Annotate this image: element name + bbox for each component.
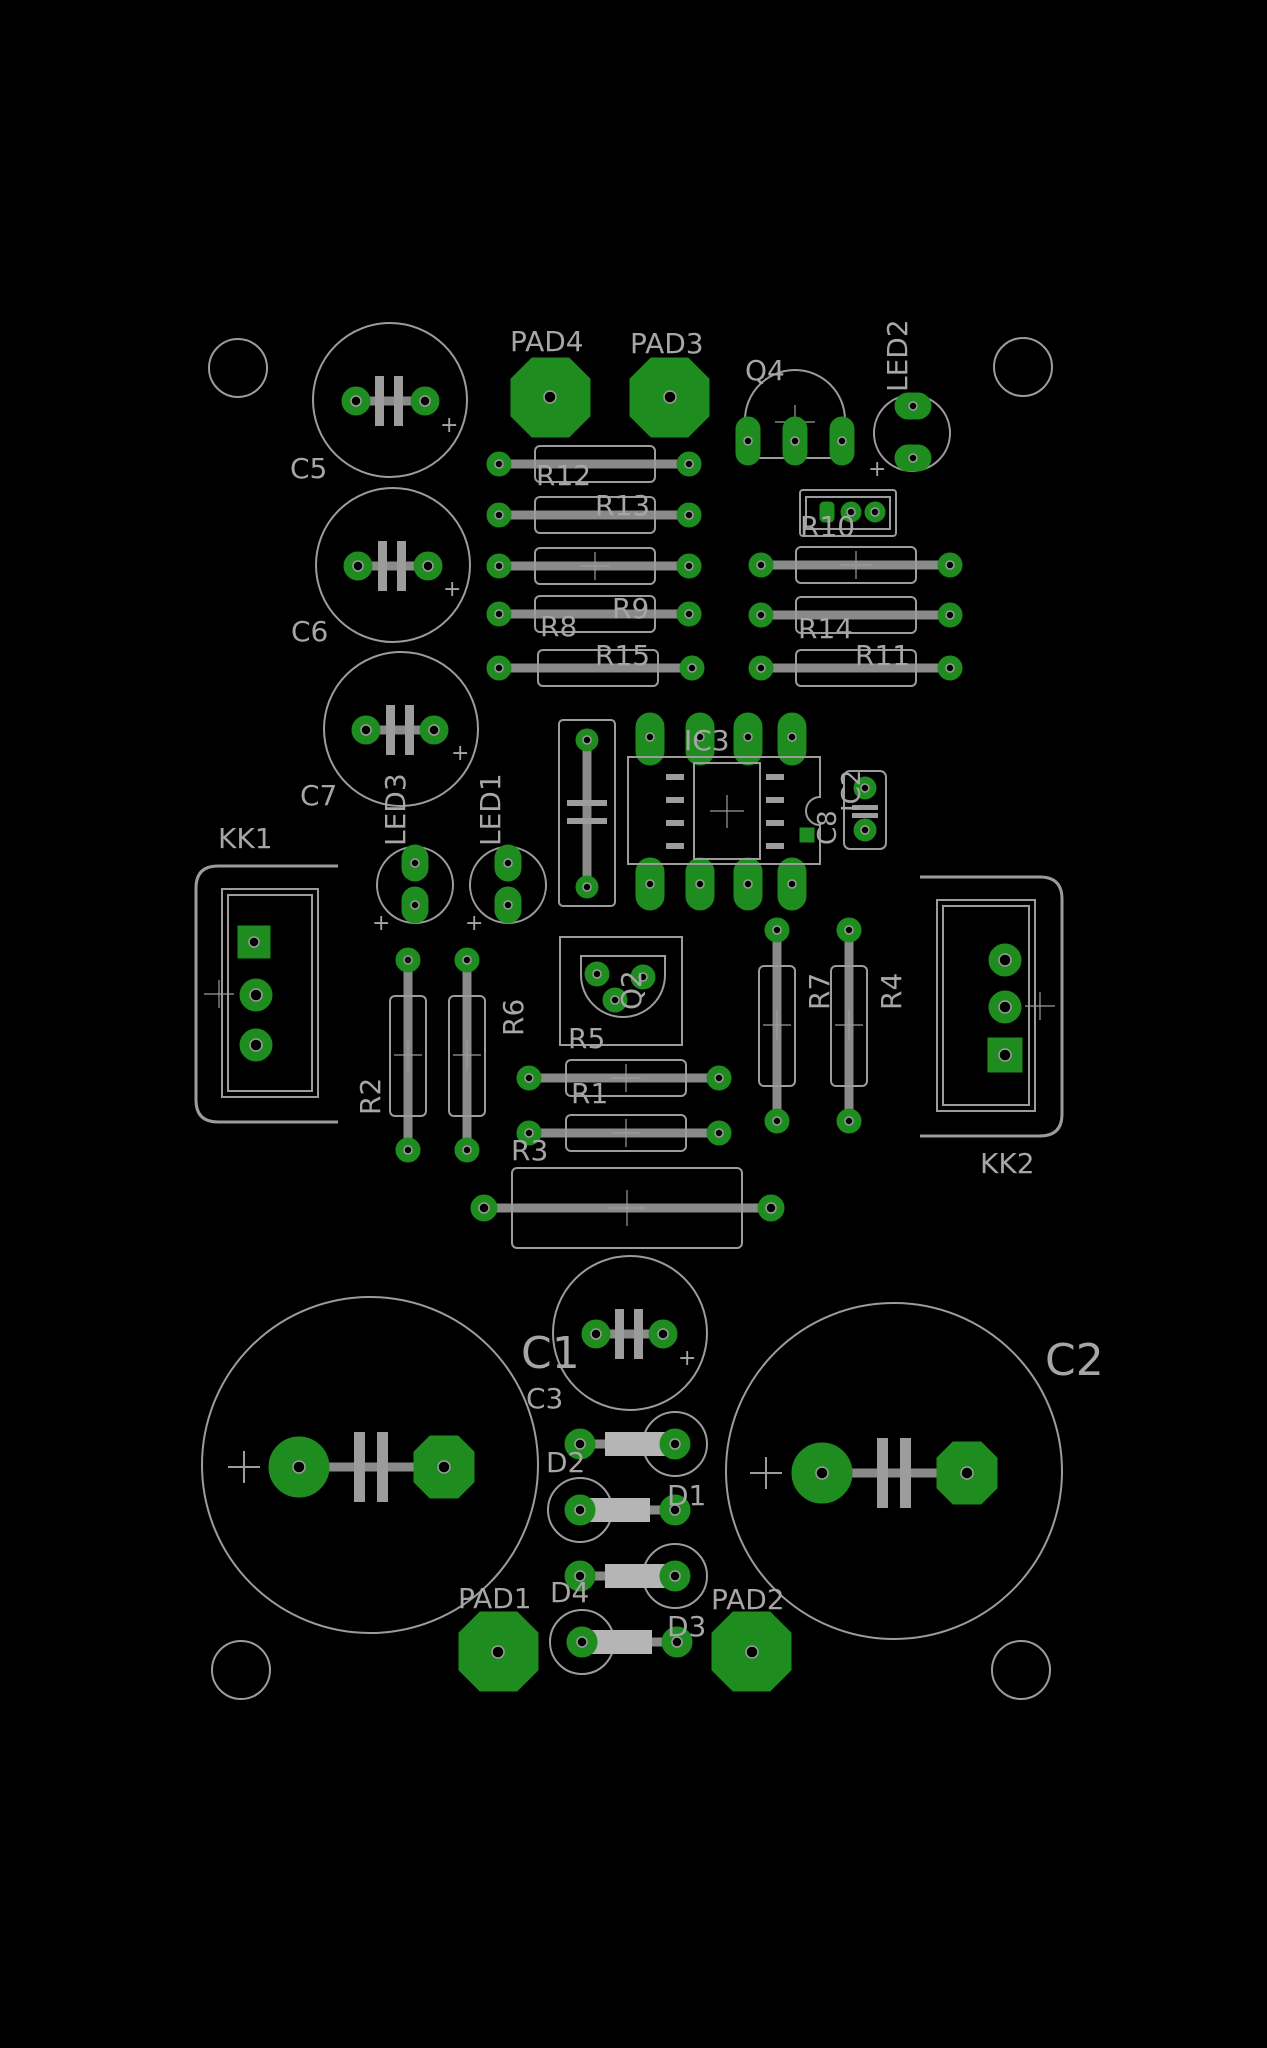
d2-label: D2 xyxy=(546,1446,585,1479)
mounting-hole-bottom-left xyxy=(211,1640,271,1700)
r10-label: R10 xyxy=(800,510,855,543)
transistor-q2: Q2 xyxy=(559,936,683,1046)
ic-ic3: IC3 xyxy=(627,712,821,911)
kk2-label: KK2 xyxy=(980,1147,1035,1180)
d1-label: D1 xyxy=(667,1479,706,1512)
r13-label: R13 xyxy=(595,489,650,522)
led1-label: LED1 xyxy=(474,773,507,846)
ic2-label: IC2 xyxy=(837,770,867,812)
r11-label: R11 xyxy=(855,639,910,672)
svg-text:+: + xyxy=(451,741,469,766)
c5-label: C5 xyxy=(290,452,327,485)
diode-d1: D1 xyxy=(547,1477,706,1543)
capacitor-c6: + C6 xyxy=(291,487,471,648)
resistor-r12: R12 xyxy=(486,445,702,492)
mounting-holes xyxy=(208,337,1053,1700)
c2-label: C2 xyxy=(1045,1335,1104,1386)
connector-kk2: KK2 xyxy=(920,875,1064,1180)
capacitor-c1: C1 xyxy=(201,1296,580,1634)
pad1: PAD1 xyxy=(458,1582,539,1692)
resistor-unlabeled xyxy=(486,547,702,585)
c3-label: C3 xyxy=(526,1382,563,1415)
r9-label: R9 xyxy=(612,592,649,625)
resistor-r5: R5 xyxy=(516,1022,732,1097)
component-ic2: C8 IC2 xyxy=(813,770,887,850)
c6-label: C6 xyxy=(291,615,328,648)
diode-d2: D2 xyxy=(546,1411,708,1479)
resistor-r3: R3 xyxy=(470,1134,785,1249)
resistor-r9: R9 R8 xyxy=(486,592,702,643)
connector-kk1: KK1 xyxy=(194,822,338,1124)
transistor-q4: Q4 xyxy=(735,354,855,466)
r8-label: R8 xyxy=(540,610,577,643)
capacitor-c3: + C3 xyxy=(526,1255,708,1415)
resistor-right-1 xyxy=(748,546,963,584)
r6-label: R6 xyxy=(497,999,530,1036)
r15-label: R15 xyxy=(595,639,650,672)
pad2: PAD2 xyxy=(711,1583,792,1692)
q4-label: Q4 xyxy=(745,354,785,387)
svg-text:+: + xyxy=(678,1346,696,1371)
q2-label: Q2 xyxy=(615,970,648,1010)
resistor-r11: R11 xyxy=(748,639,963,687)
mounting-hole-top-left xyxy=(208,338,268,398)
d3-label: D3 xyxy=(667,1610,706,1643)
kk1-label: KK1 xyxy=(218,822,273,855)
pad3: PAD3 xyxy=(629,327,710,438)
pad1-label: PAD1 xyxy=(458,1582,532,1615)
resistor-r14: R14 xyxy=(748,596,963,645)
r1-label: R1 xyxy=(571,1077,608,1110)
svg-text:+: + xyxy=(372,911,390,936)
resistor-r13: R13 xyxy=(486,489,702,534)
diode-d3: D3 xyxy=(549,1609,706,1675)
pad4-label: PAD4 xyxy=(510,325,584,358)
led2-label: LED2 xyxy=(881,319,914,392)
svg-text:+: + xyxy=(465,911,483,936)
r4-label: R4 xyxy=(875,973,908,1010)
c1-label: C1 xyxy=(521,1328,580,1379)
pad4: PAD4 xyxy=(510,325,591,438)
r2-label: R2 xyxy=(354,1078,387,1115)
r5-label: R5 xyxy=(568,1022,605,1055)
capacitor-c5: + C5 xyxy=(290,322,468,485)
c7-label: C7 xyxy=(300,779,337,812)
r12-label: R12 xyxy=(536,459,591,492)
pad3-label: PAD3 xyxy=(630,327,704,360)
led3-label: LED3 xyxy=(379,773,412,846)
r3-label: R3 xyxy=(511,1134,548,1167)
resistor-r6: R6 xyxy=(448,947,530,1163)
resistor-r2: R2 xyxy=(354,947,427,1163)
capacitor-c2: C2 xyxy=(725,1302,1104,1640)
capacitor-c7: + C7 xyxy=(300,651,479,812)
svg-text:+: + xyxy=(868,457,886,482)
led-led2: + LED2 xyxy=(868,319,951,482)
led-led3: + LED3 xyxy=(372,773,454,936)
mounting-hole-top-right xyxy=(993,337,1053,397)
svg-text:+: + xyxy=(443,577,461,602)
capacitor-vertical xyxy=(558,719,616,907)
resistor-r1: R1 xyxy=(516,1077,732,1152)
d4-label: D4 xyxy=(550,1576,589,1609)
svg-text:+: + xyxy=(440,413,458,438)
resistor-r15: R15 xyxy=(486,639,705,687)
ic3-label: IC3 xyxy=(684,724,730,757)
pad2-label: PAD2 xyxy=(711,1583,785,1616)
resistor-r7: R7 xyxy=(758,917,836,1134)
resistor-r4: R4 xyxy=(830,917,908,1134)
mounting-hole-bottom-right xyxy=(991,1640,1051,1700)
diode-d4: D4 xyxy=(550,1543,708,1609)
resistor-r10: R10 xyxy=(799,489,897,543)
c8-label: C8 xyxy=(813,810,843,845)
r14-label: R14 xyxy=(798,612,853,645)
led-led1: + LED1 xyxy=(465,773,547,936)
